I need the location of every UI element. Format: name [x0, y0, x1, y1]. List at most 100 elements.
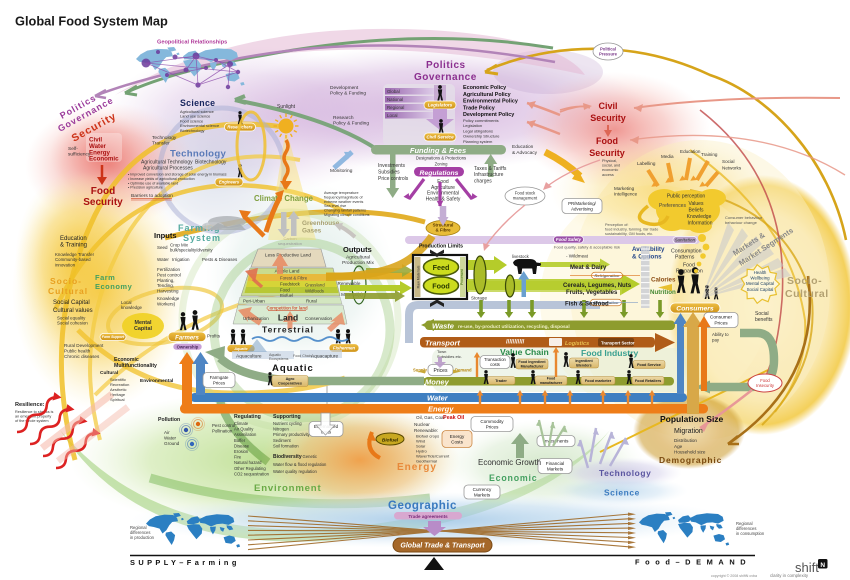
svg-text:Food marketer: Food marketer: [585, 379, 612, 383]
svg-text:Food stock: Food stock: [515, 191, 536, 196]
svg-text:Wind: Wind: [416, 439, 425, 444]
svg-text:Air Quality: Air Quality: [234, 427, 254, 432]
svg-text:Population Size: Population Size: [660, 414, 724, 424]
svg-text:Prices: Prices: [434, 368, 448, 374]
svg-text:Sanitation: Sanitation: [675, 238, 696, 243]
svg-text:Global Food System Map: Global Food System Map: [15, 14, 168, 29]
svg-text:Forest & Fibre: Forest & Fibre: [280, 276, 308, 281]
svg-text:Costs: Costs: [451, 440, 463, 445]
svg-text:access: access: [602, 173, 614, 177]
svg-text:Food: Food: [683, 263, 695, 269]
svg-text:Preferences: Preferences: [659, 203, 686, 209]
svg-text:Production Mix: Production Mix: [342, 260, 374, 266]
svg-text:Knowledge Transfer: Knowledge Transfer: [55, 252, 95, 257]
svg-text:Peak Oil: Peak Oil: [443, 415, 465, 421]
svg-text:Socio-: Socio-: [50, 276, 82, 286]
svg-text:Rural Development: Rural Development: [64, 343, 104, 348]
svg-text:Monitoring: Monitoring: [330, 168, 353, 174]
svg-text:Food: Food: [432, 281, 450, 290]
svg-text:Ownership: Ownership: [177, 344, 199, 349]
svg-text:Beliefs: Beliefs: [688, 208, 704, 214]
svg-text:Trader: Trader: [495, 379, 507, 383]
svg-text:Energy: Energy: [450, 434, 465, 439]
svg-text:Hydro: Hydro: [416, 449, 427, 454]
svg-text:Tending,: Tending,: [157, 283, 174, 288]
svg-text:Transaction: Transaction: [484, 357, 506, 362]
svg-text:charges: charges: [474, 178, 492, 184]
svg-text:Biotechnology: Biotechnology: [195, 160, 227, 166]
svg-text:Changing rainfall patterns: Changing rainfall patterns: [324, 209, 366, 213]
svg-text:Aquacapture: Aquacapture: [311, 354, 339, 360]
svg-text:Pest control: Pest control: [157, 272, 181, 277]
svg-text:sufficiency: sufficiency: [68, 151, 91, 157]
svg-text:Chronic diseases: Chronic diseases: [64, 354, 100, 359]
svg-text:Peri-Urban: Peri-Urban: [243, 298, 265, 303]
svg-text:Renewable:: Renewable:: [414, 428, 438, 433]
svg-text:• Improved conversion and stor: • Improved conversion and storage of sol…: [128, 173, 227, 177]
svg-text:Migrating climate conditions: Migrating climate conditions: [324, 213, 370, 217]
svg-text:Agricultural: Agricultural: [346, 255, 370, 261]
svg-text:Wellbeing: Wellbeing: [750, 276, 770, 281]
svg-text:Technology: Technology: [599, 468, 651, 478]
svg-text:SUPPLY–Farming: SUPPLY–Farming: [130, 558, 240, 567]
svg-text:Supply: Supply: [413, 368, 428, 373]
svg-text:Multifunctionality: Multifunctionality: [114, 363, 157, 369]
svg-text:Ability to: Ability to: [712, 332, 729, 337]
svg-text:bulk/speciality/diversity: bulk/speciality/diversity: [170, 248, 213, 253]
svg-text:N: N: [820, 562, 825, 569]
svg-text:Advertising: Advertising: [571, 206, 593, 211]
svg-text:Water: Water: [427, 394, 449, 403]
svg-text:Social Capital: Social Capital: [747, 287, 774, 292]
svg-text:Markets: Markets: [547, 467, 564, 472]
svg-text:Currency: Currency: [473, 487, 492, 492]
svg-text:Resilience to shocks is: Resilience to shocks is: [15, 410, 54, 414]
svg-text:Local: Local: [121, 300, 132, 305]
svg-text:Consumer behaviour: Consumer behaviour: [725, 215, 763, 220]
svg-text:Agricultural Processes: Agricultural Processes: [143, 166, 193, 172]
svg-text:Regional: Regional: [387, 105, 404, 110]
svg-text:Engineers: Engineers: [219, 180, 240, 185]
svg-text:Water flow & flood regulation: Water flow & flood regulation: [273, 462, 327, 467]
svg-text:Socio-: Socio-: [787, 275, 822, 287]
svg-text:Preparation: Preparation: [676, 269, 703, 275]
svg-text:Pests & Diseases: Pests & Diseases: [202, 257, 238, 262]
svg-text:Water: Water: [164, 436, 177, 441]
svg-text:Water: Water: [89, 143, 107, 150]
svg-text:Nitrogen: Nitrogen: [273, 427, 289, 432]
svg-text:Science: Science: [180, 98, 215, 108]
svg-text:Economic Growth: Economic Growth: [478, 458, 541, 467]
svg-text:Consumers: Consumers: [676, 306, 714, 313]
svg-text:Energy: Energy: [89, 149, 111, 156]
svg-text:Planning system: Planning system: [463, 139, 493, 144]
svg-text:///////////: ///////////: [506, 340, 525, 346]
svg-text:Outputs: Outputs: [343, 245, 372, 254]
svg-text:Legislation: Legislation: [463, 123, 482, 128]
svg-text:differences: differences: [736, 526, 756, 531]
svg-text:Heritage: Heritage: [110, 392, 126, 397]
svg-text:Fruits, Vegetables: Fruits, Vegetables: [566, 290, 618, 296]
svg-text:food industry, farming, fair t: food industry, farming, fair trade: [605, 228, 658, 232]
svg-text:Air: Air: [164, 430, 170, 435]
svg-text:Legal obligations: Legal obligations: [463, 128, 493, 133]
svg-text:Agricultural science: Agricultural science: [180, 109, 214, 114]
svg-text:Policy & Funding: Policy & Funding: [333, 121, 369, 127]
svg-text:Ground: Ground: [164, 441, 180, 446]
svg-text:Climate: Climate: [234, 421, 249, 426]
svg-text:Commodity: Commodity: [480, 419, 504, 424]
svg-text:Inputs: Inputs: [154, 231, 177, 240]
svg-text:Education: Education: [60, 236, 87, 242]
svg-text:Policy & Funding: Policy & Funding: [330, 91, 366, 97]
svg-text:Environmental Policy: Environmental Policy: [463, 99, 518, 105]
svg-text:Transfer: Transfer: [152, 141, 170, 147]
svg-text:Political: Political: [600, 47, 616, 52]
svg-text:Environmental: Environmental: [427, 191, 459, 197]
svg-text:Renewable: Renewable: [338, 281, 361, 286]
svg-text:Markets: Markets: [474, 493, 491, 498]
svg-text:Capital: Capital: [134, 326, 152, 332]
svg-text:Transport: Transport: [425, 339, 460, 348]
svg-text:Subsidies etc.: Subsidies etc.: [437, 354, 462, 359]
svg-text:Agricultural Technology: Agricultural Technology: [141, 160, 193, 166]
svg-text:Cereals, Legumes, Nuts: Cereals, Legumes, Nuts: [563, 283, 632, 289]
svg-text:Community-based: Community-based: [55, 257, 91, 262]
svg-text:Insecurity: Insecurity: [756, 383, 775, 388]
